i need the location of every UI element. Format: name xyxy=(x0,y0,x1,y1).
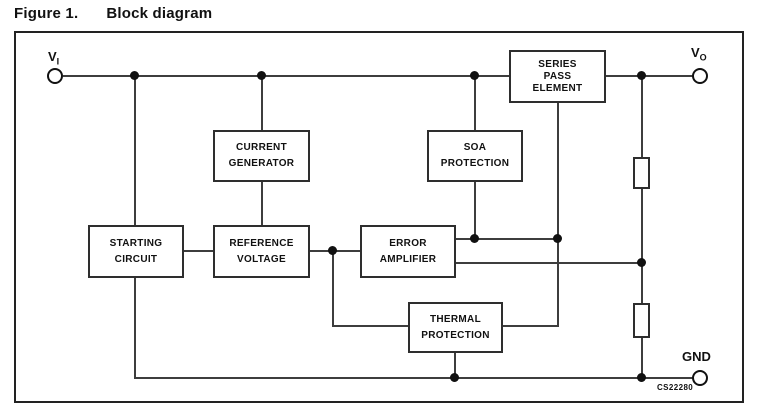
block-label-line: STARTING xyxy=(109,237,163,249)
block-error-amplifier: ERROR AMPLIFIER xyxy=(360,225,456,278)
wire xyxy=(261,76,263,130)
wire xyxy=(641,76,643,158)
wire xyxy=(641,189,643,303)
wire xyxy=(454,352,456,379)
gnd-terminal xyxy=(692,370,708,386)
block-label-line: ELEMENT xyxy=(532,82,583,94)
wire xyxy=(641,337,643,379)
wire xyxy=(455,262,642,264)
wire xyxy=(502,325,558,327)
resistor-lower xyxy=(633,303,650,338)
junction-dot xyxy=(470,71,479,80)
block-label-line: REFERENCE xyxy=(229,237,294,249)
block-series-pass-element: SERIES PASS ELEMENT xyxy=(509,50,606,103)
junction-dot xyxy=(130,71,139,80)
vi-label: VI xyxy=(48,49,60,67)
block-label-line: CURRENT xyxy=(236,142,287,153)
block-label-line: PROTECTION xyxy=(421,329,490,341)
wire xyxy=(261,182,263,225)
block-label-line: PROTECTION xyxy=(440,158,510,169)
wire xyxy=(134,76,136,225)
block-label-line: GENERATOR xyxy=(228,158,295,169)
junction-dot xyxy=(553,234,562,243)
block-label-line: CIRCUIT xyxy=(114,253,158,265)
wire-ground-rail xyxy=(134,377,693,379)
junction-dot xyxy=(637,373,646,382)
junction-dot xyxy=(637,71,646,80)
figure-label: Figure 1. xyxy=(14,5,79,22)
wire xyxy=(455,238,558,240)
block-soa-protection: SOA PROTECTION xyxy=(427,130,523,182)
block-label-line: SOA xyxy=(463,142,487,153)
block-reference-voltage: REFERENCE VOLTAGE xyxy=(213,225,310,278)
vo-label: VO xyxy=(691,45,707,63)
junction-dot xyxy=(257,71,266,80)
wire-output-rail xyxy=(605,75,693,77)
block-label-line: AMPLIFIER xyxy=(379,253,437,265)
figure-caption: Figure 1. Block diagram xyxy=(14,5,212,22)
block-thermal-protection: THERMAL PROTECTION xyxy=(408,302,503,353)
block-label-line: THERMAL xyxy=(430,313,481,325)
junction-dot xyxy=(328,246,337,255)
figure-title: Block diagram xyxy=(106,5,213,22)
resistor-upper xyxy=(633,157,650,189)
vo-terminal xyxy=(692,68,708,84)
diagram-code: CS22280 xyxy=(657,383,694,392)
vi-terminal xyxy=(47,68,63,84)
wire xyxy=(557,103,559,327)
block-current-generator: CURRENT GENERATOR xyxy=(213,130,310,182)
junction-dot xyxy=(470,234,479,243)
block-label-line: SERIES xyxy=(538,58,577,70)
diagram-frame xyxy=(14,31,744,403)
wire xyxy=(134,278,136,379)
wire-input-rail xyxy=(63,75,509,77)
block-label-line: ERROR xyxy=(389,237,427,249)
junction-dot xyxy=(450,373,459,382)
block-label-line: VOLTAGE xyxy=(237,253,286,265)
block-starting-circuit: STARTING CIRCUIT xyxy=(88,225,184,278)
wire xyxy=(474,182,476,240)
gnd-label: GND xyxy=(682,349,711,364)
wire xyxy=(332,251,334,327)
block-label-line: PASS xyxy=(543,70,572,82)
wire xyxy=(474,76,476,130)
wire xyxy=(183,250,213,252)
junction-dot xyxy=(637,258,646,267)
wire xyxy=(333,325,408,327)
